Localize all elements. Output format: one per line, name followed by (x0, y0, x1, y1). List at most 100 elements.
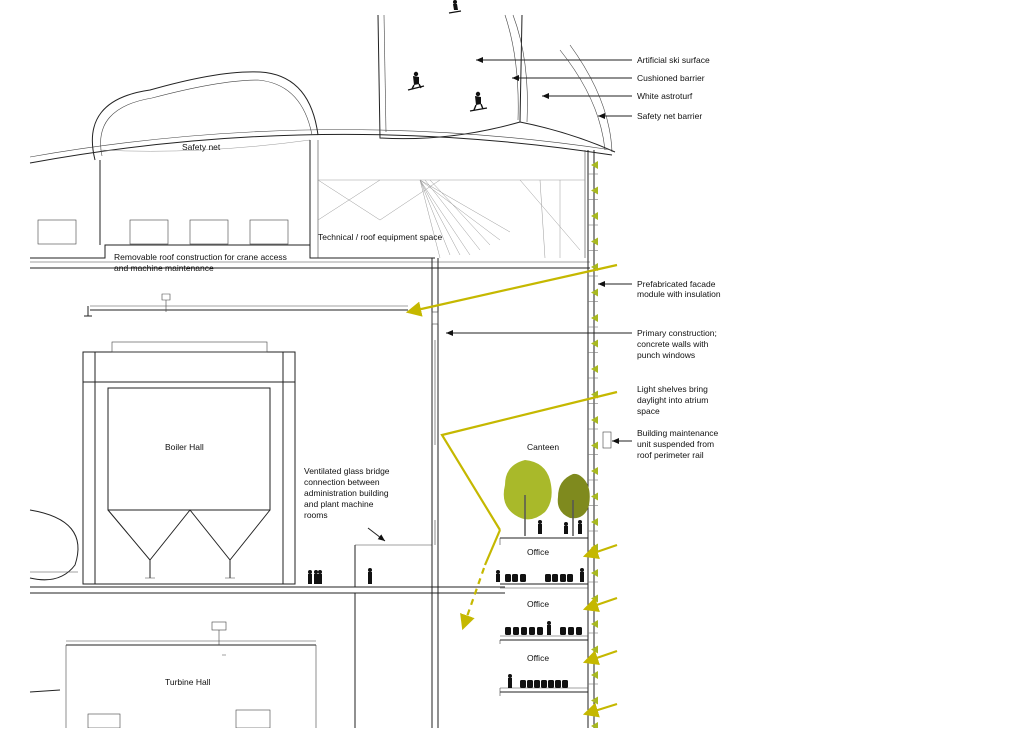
turbine-hall (29, 621, 317, 729)
facade-plant-module (591, 416, 598, 424)
facade-plant-module (591, 671, 598, 679)
label-primary-3: punch windows (637, 350, 695, 360)
room-office-1: Office (527, 547, 549, 557)
facade-plant-module (591, 161, 598, 169)
person-icon (508, 674, 512, 688)
label-safety-net-barrier: Safety net barrier (637, 111, 702, 121)
ski-slope (377, 14, 616, 153)
person-icon (538, 520, 542, 534)
room-canteen: Canteen (527, 442, 559, 452)
room-boiler-hall: Boiler Hall (165, 442, 204, 452)
label-bridge-5: rooms (304, 510, 328, 520)
boiler-hall (29, 341, 296, 585)
facade-plant-module (591, 492, 598, 501)
person-icon (547, 621, 551, 635)
room-office-2: Office (527, 599, 549, 609)
seated-person-icon (545, 574, 551, 582)
seated-person-icon (537, 627, 543, 635)
facade-plant-module (591, 696, 598, 705)
person-icon (564, 522, 568, 534)
facade-plant-module (591, 339, 598, 348)
seated-person-icon (512, 574, 518, 582)
skier-icon (448, 0, 462, 14)
facade-plant-module (591, 237, 598, 246)
seated-person-icon (527, 680, 533, 688)
tree-icon (557, 473, 590, 536)
daylight-arrow (483, 529, 502, 566)
daylight-arrow (582, 596, 618, 612)
seated-person-icon (534, 680, 540, 688)
skier-icon (407, 71, 425, 91)
seated-person-icon (521, 627, 527, 635)
daylight-arrow (405, 263, 618, 317)
seated-person-icon (548, 680, 554, 688)
label-primary-1: Primary construction; (637, 328, 717, 338)
facade-plant-module (591, 620, 598, 628)
leader-arrows (367, 57, 632, 542)
room-turbine-hall: Turbine Hall (165, 677, 211, 687)
seated-person-icon (555, 680, 561, 688)
seated-person-icon (520, 680, 526, 688)
daylight-arrow (440, 390, 618, 531)
person-icon (580, 568, 584, 582)
facade-plant-module (591, 288, 598, 297)
seated-person-icon (562, 680, 568, 688)
person-icon (314, 570, 318, 584)
label-light-2: daylight into atrium (637, 395, 708, 405)
seated-person-icon (513, 627, 519, 635)
ground-level (30, 258, 505, 728)
label-roof-1: Removable roof construction for crane ac… (114, 252, 287, 262)
seated-person-icon (505, 627, 511, 635)
room-office-3: Office (527, 653, 549, 663)
daylight-arrows (405, 263, 618, 718)
room-safety-net: Safety net (182, 142, 221, 152)
label-bmu-1: Building maintenance (637, 428, 719, 438)
label-bridge-1: Ventilated glass bridge (304, 466, 390, 476)
green-facade (588, 161, 598, 730)
roof-structure (29, 71, 613, 269)
seated-person-icon (560, 574, 566, 582)
label-primary-2: concrete walls with (637, 339, 709, 349)
facade-plant-module (591, 569, 598, 577)
label-bridge-3: administration building (304, 488, 389, 498)
label-facade-2: module with insulation (637, 289, 721, 299)
daylight-arrow (582, 702, 618, 718)
facade-plant-module (591, 186, 598, 195)
people-silhouettes (308, 520, 584, 688)
facade-plant-module (591, 212, 598, 220)
seated-person-icon (568, 627, 574, 635)
seated-person-icon (529, 627, 535, 635)
admin-building (499, 150, 612, 728)
seated-person-icon (560, 627, 566, 635)
daylight-arrow (582, 543, 618, 559)
person-icon (578, 520, 582, 534)
daylight-arrow (460, 567, 486, 631)
seated-person-icon (552, 574, 558, 582)
person-icon (318, 570, 322, 584)
label-ski-surface: Artificial ski surface (637, 55, 710, 65)
skier-icon (469, 91, 488, 112)
seated-person-icon (541, 680, 547, 688)
facade-plant-module (591, 314, 598, 322)
facade-plant-module (591, 441, 598, 450)
label-facade-1: Prefabricated facade (637, 279, 716, 289)
person-icon (308, 570, 312, 584)
facade-plant-module (591, 365, 598, 373)
label-roof-2: and machine maintenance (114, 263, 214, 273)
label-white-astroturf: White astroturf (637, 91, 693, 101)
person-icon (368, 568, 372, 584)
label-bmu-2: unit suspended from (637, 439, 714, 449)
canteen-trees (503, 460, 590, 536)
label-light-1: Light shelves bring (637, 384, 708, 394)
seated-person-icon (520, 574, 526, 582)
label-bmu-3: roof perimeter rail (637, 450, 704, 460)
label-cushioned-barrier: Cushioned barrier (637, 73, 705, 83)
tree-icon (503, 460, 552, 536)
label-bridge-2: connection between (304, 477, 380, 487)
room-labels: Safety net Technical / roof equipment sp… (165, 142, 559, 687)
facade-plant-module (591, 518, 598, 526)
annotation-labels: Artificial ski surface Cushioned barrier… (114, 55, 721, 520)
facade-plant-module (591, 467, 598, 475)
seated-person-icon (505, 574, 511, 582)
